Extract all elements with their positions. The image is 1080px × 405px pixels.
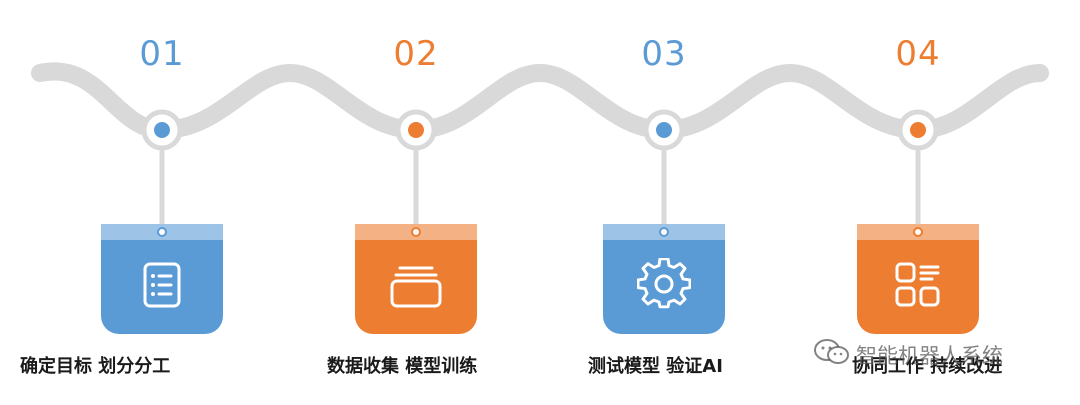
- document-list-icon: [137, 260, 187, 314]
- step-card-1: [101, 224, 223, 334]
- watermark: 智能机器人系统: [812, 337, 1003, 372]
- step-title-1: 确定目标 划分分工: [20, 356, 171, 377]
- step-number-2: 02: [393, 34, 439, 74]
- data-folder-icon: [388, 260, 444, 314]
- step-number-3: 03: [641, 34, 687, 74]
- card-body: [101, 240, 223, 334]
- watermark-text: 智能机器人系统: [856, 343, 1003, 368]
- step-number-4: 04: [895, 34, 941, 74]
- node-dot-1: [154, 122, 170, 138]
- card-pin: [659, 227, 669, 237]
- step-title-3: 测试模型 验证AI: [588, 356, 723, 377]
- gear-icon: [636, 257, 692, 316]
- card-pin: [411, 227, 421, 237]
- card-pin: [913, 227, 923, 237]
- step-card-2: [355, 224, 477, 334]
- card-body: [857, 240, 979, 334]
- node-dot-4: [910, 122, 926, 138]
- step-card-3: [603, 224, 725, 334]
- node-dot-2: [408, 122, 424, 138]
- wave-line: [31, 62, 1049, 140]
- node-dot-3: [656, 122, 672, 138]
- wechat-icon: [812, 337, 852, 372]
- card-body: [603, 240, 725, 334]
- card-pin: [157, 227, 167, 237]
- step-title-4: 协同工作 持续改进: [852, 356, 1003, 377]
- step-card-4: [857, 224, 979, 334]
- step-title-2: 数据收集 模型训练: [327, 356, 478, 377]
- card-body: [355, 240, 477, 334]
- step-number-1: 01: [139, 34, 185, 74]
- grid-apps-icon: [892, 259, 944, 315]
